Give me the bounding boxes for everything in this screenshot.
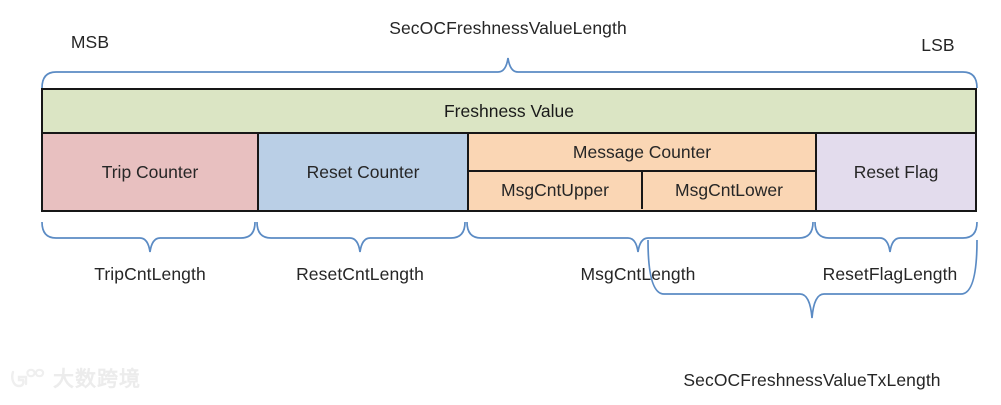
watermark-text: 大数跨境	[53, 367, 141, 391]
brace-tripcntlength	[41, 221, 256, 253]
resetcntlength-label: ResetCntLength	[296, 264, 424, 284]
top-brace	[41, 57, 978, 89]
msgcntlength-label: MsgCntLength	[580, 264, 696, 284]
brace-resetcntlength	[256, 221, 466, 253]
msgcntupper-label: MsgCntUpper	[501, 180, 609, 200]
lsb-label: LSB	[921, 35, 955, 55]
brace-msgcntlength	[466, 221, 814, 253]
secocfreshnessvaluetxlength-label: SecOCFreshnessValueTxLength	[683, 370, 941, 390]
tripcntlength-label: TripCntLength	[94, 264, 206, 284]
freshness-value-label: Freshness Value	[443, 100, 575, 121]
cell-msgcntlower: MsgCntLower	[641, 172, 815, 209]
watermark: 大数跨境	[10, 363, 141, 393]
freshness-value-row: Freshness Value	[43, 90, 975, 134]
msb-label: MSB	[70, 32, 110, 52]
cell-trip-counter: Trip Counter	[43, 134, 257, 210]
brace-resetflaglength	[814, 221, 978, 253]
cell-msgcntupper: MsgCntUpper	[469, 172, 641, 209]
fields-row: Trip Counter Reset Counter Message Count…	[43, 134, 975, 210]
trip-counter-label: Trip Counter	[101, 161, 199, 182]
paw-logo-icon	[11, 368, 45, 388]
reset-counter-label: Reset Counter	[306, 161, 420, 182]
message-counter-label: Message Counter	[572, 142, 712, 162]
secoc-freshness-value-length-label: SecOCFreshnessValueLength	[389, 18, 627, 38]
resetflaglength-label: ResetFlagLength	[822, 264, 958, 284]
bitfield-table: Freshness Value Trip Counter Reset Count…	[41, 88, 977, 212]
msgcntlower-label: MsgCntLower	[675, 180, 783, 200]
reset-flag-label: Reset Flag	[853, 161, 939, 182]
message-counter-header: Message Counter	[469, 135, 815, 172]
cell-message-counter: Message Counter MsgCntUpper MsgCntLower	[467, 134, 815, 210]
cell-reset-flag: Reset Flag	[815, 134, 975, 210]
message-counter-subfields: MsgCntUpper MsgCntLower	[469, 172, 815, 209]
cell-reset-counter: Reset Counter	[257, 134, 467, 210]
